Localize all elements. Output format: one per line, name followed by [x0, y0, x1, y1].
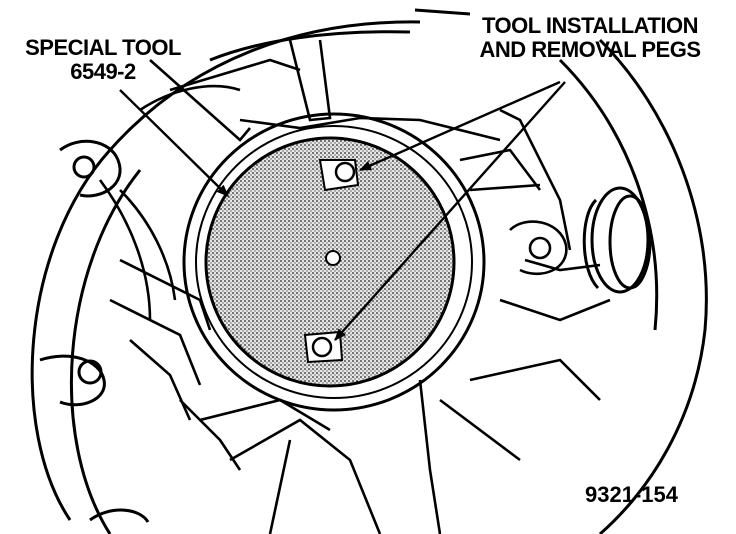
case-outer-housing — [30, 8, 708, 534]
upper-peg-leader — [359, 80, 561, 172]
case-ribs — [98, 39, 611, 534]
pegs-label: TOOL INSTALLATION AND REMOVAL PEGS — [470, 14, 710, 62]
right-boss — [509, 220, 568, 276]
center-hole-icon — [325, 250, 341, 266]
upper-peg-icon — [318, 159, 360, 192]
pegs-label-line2: AND REMOVAL PEGS — [479, 37, 702, 62]
pegs-label-line1: TOOL INSTALLATION — [482, 13, 698, 38]
special-tool-label-line2: 6549-2 — [70, 59, 136, 84]
special-tool-disc — [204, 136, 456, 388]
special-tool-leader — [119, 89, 229, 197]
leader-lines — [119, 80, 566, 341]
special-tool-label-line1: SPECIAL TOOL — [25, 35, 181, 60]
special-tool-label: SPECIAL TOOL 6549-2 — [18, 36, 188, 84]
bore-rings — [182, 112, 486, 412]
lower-peg-icon — [303, 330, 344, 364]
lower-peg-leader — [334, 81, 566, 341]
figure-number: 9321-154 — [585, 482, 678, 507]
side-port — [582, 186, 652, 294]
